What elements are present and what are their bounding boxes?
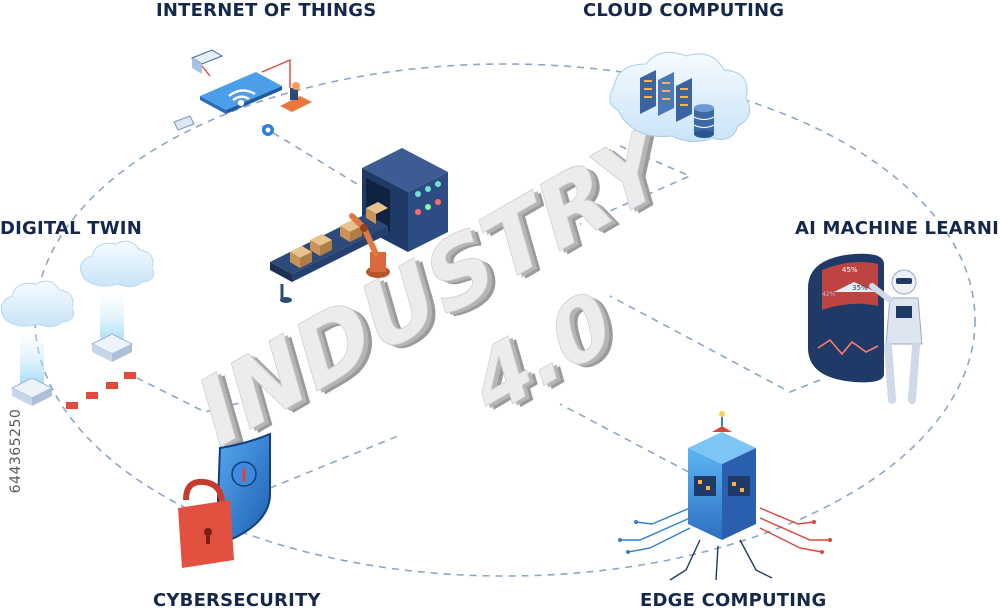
connector-edge-hub <box>559 403 701 479</box>
gear-icon <box>262 124 274 136</box>
stock-image-id: 644365250 <box>6 373 26 533</box>
padlock-icon <box>178 478 234 568</box>
digital-twin-illustration <box>0 240 155 409</box>
connector-cyber-hub <box>269 435 399 489</box>
line-chart-icon <box>817 338 879 356</box>
laptop-icon <box>190 49 224 74</box>
label-cloud-computing: CLOUD COMPUTING <box>583 0 785 21</box>
robot-arm-icon <box>349 213 390 278</box>
server-tower-icon <box>688 411 756 540</box>
label-internet-of-things: INTERNET OF THINGS <box>156 0 377 21</box>
cloud-icon <box>0 240 155 328</box>
outer-ring <box>34 63 976 577</box>
package-boxes-icon <box>290 202 388 268</box>
cloud-computing-illustration <box>609 51 751 142</box>
server-base-icon <box>10 333 134 406</box>
ai-machine-learning-illustration: 45% 35% 42% <box>808 253 923 404</box>
edge-computing-illustration <box>618 411 832 581</box>
circuit-traces-icon <box>618 507 832 581</box>
industry-title: INDUSTRY INDUSTRY INDUSTRY 4.0 4.0 4.0 <box>189 104 683 477</box>
gauge-readout-2: 35% <box>852 284 868 292</box>
label-cybersecurity: CYBERSECURITY <box>153 590 321 611</box>
label-edge-computing: EDGE COMPUTING <box>640 590 827 611</box>
connector-cloud-hub <box>579 145 693 225</box>
server-rack-icon <box>640 70 692 122</box>
cybersecurity-illustration <box>178 432 271 568</box>
iot-illustration <box>173 49 312 136</box>
robot-arm-icon <box>280 82 312 112</box>
connector-twin-hub <box>124 371 259 413</box>
gauge-readout-3: 42% <box>822 291 836 298</box>
connector-lines <box>34 63 976 577</box>
database-icon <box>693 104 715 138</box>
stock-image-id-text: 644365250 <box>8 408 24 494</box>
gauge-readout-1: 45% <box>842 266 858 274</box>
camera-icon <box>173 115 195 131</box>
wifi-icon <box>228 89 256 107</box>
label-ai-machine-learning: AI MACHINE LEARNING <box>795 218 1000 239</box>
smart-factory-illustration <box>270 148 448 303</box>
robot-icon <box>869 269 923 404</box>
label-digital-twin: DIGITAL TWIN <box>0 218 142 239</box>
connector-iot-hub <box>261 125 381 199</box>
sensor-nodes-icon <box>66 372 136 409</box>
connector-ai-hub <box>609 295 821 393</box>
